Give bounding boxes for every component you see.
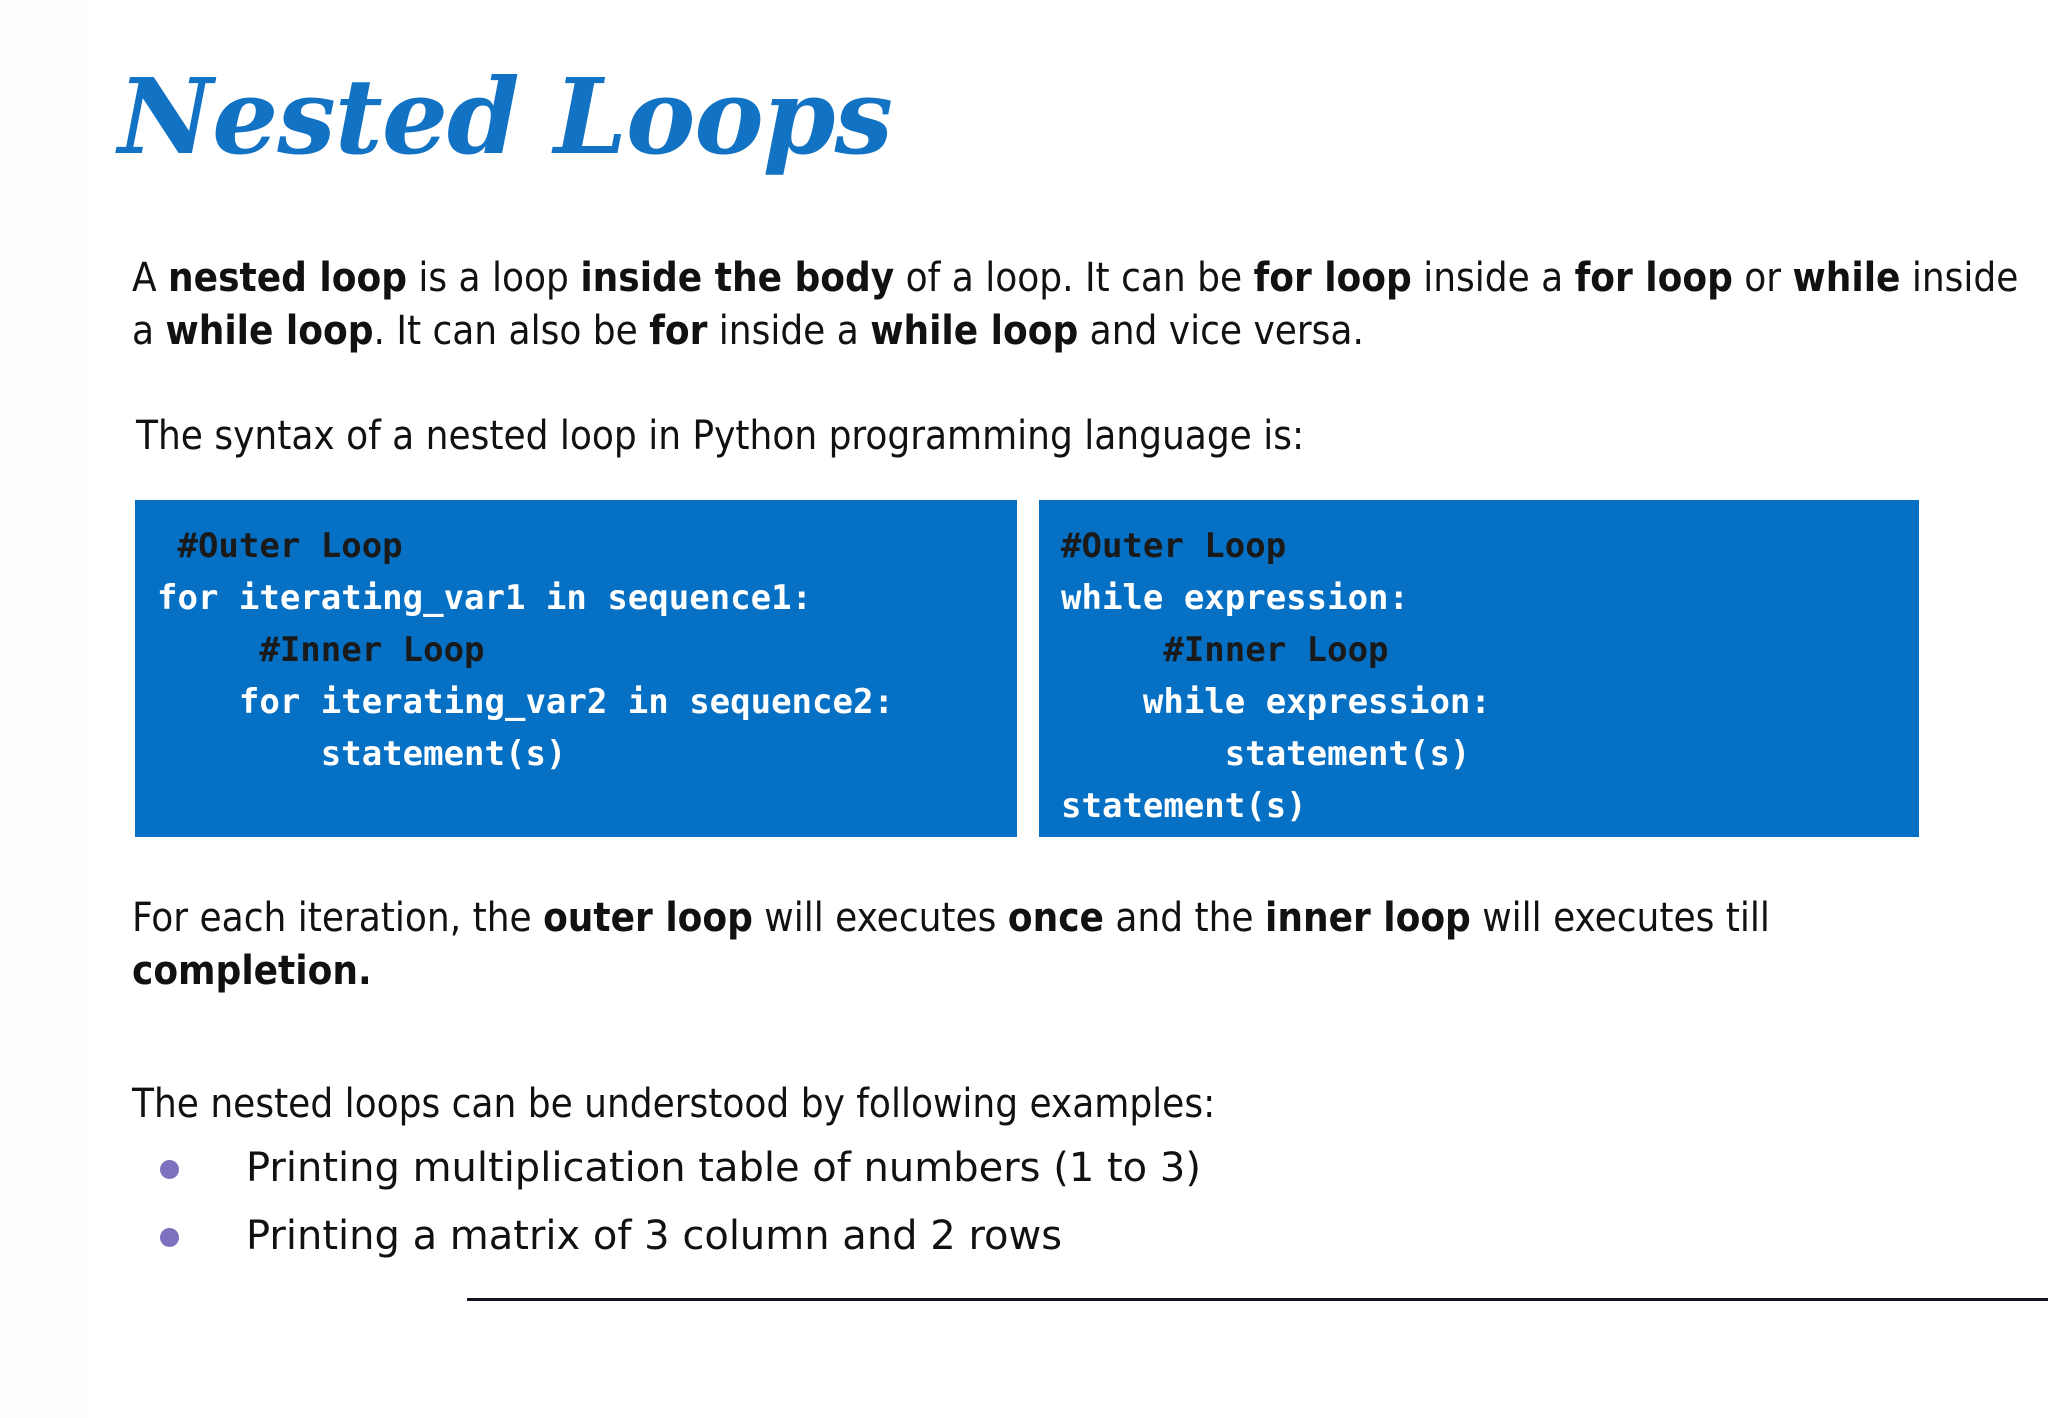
intro-bold-while-loop-1: while loop bbox=[165, 307, 374, 354]
intro-text-1: A bbox=[132, 255, 169, 301]
code-line: #Inner Loop bbox=[1163, 630, 1389, 670]
code-line: #Outer Loop bbox=[177, 526, 403, 566]
examples-lead-paragraph: The nested loops can be understood by fo… bbox=[132, 1081, 1216, 1127]
list-item-label: Printing multiplication table of numbers… bbox=[246, 1145, 1201, 1191]
code-block-for-loop: #Outer Loop for iterating_var1 in sequen… bbox=[135, 500, 1017, 837]
intro-bold-for-loop-2: for loop bbox=[1574, 255, 1733, 301]
list-item: Printing multiplication table of numbers… bbox=[160, 1142, 1201, 1194]
left-margin-band bbox=[0, 0, 86, 1418]
code-block-for-loop-lines: #Outer Loop for iterating_var1 in sequen… bbox=[135, 500, 1017, 780]
list-item-label: Printing a matrix of 3 column and 2 rows bbox=[246, 1213, 1063, 1259]
code-line: statement(s) bbox=[320, 734, 567, 774]
code-line: while expression: bbox=[1061, 578, 1409, 618]
intro-paragraph: A nested loop is a loop inside the body … bbox=[132, 252, 2022, 358]
code-line: #Outer Loop bbox=[1061, 526, 1287, 566]
code-line: statement(s) bbox=[1061, 786, 1307, 826]
page-title: Nested Loops bbox=[118, 55, 893, 178]
iteration-text-3: and the bbox=[1103, 895, 1265, 941]
iteration-paragraph: For each iteration, the outer loop will … bbox=[132, 892, 1832, 998]
intro-text-7: . It can also be bbox=[373, 307, 650, 354]
code-block-while-loop: #Outer Loop while expression: #Inner Loo… bbox=[1039, 500, 1919, 837]
iteration-text-2: will executes bbox=[752, 895, 1008, 941]
footer-divider bbox=[467, 1298, 2048, 1301]
code-line: #Inner Loop bbox=[259, 630, 485, 670]
intro-bold-while: while bbox=[1792, 255, 1901, 301]
intro-text-3: of a loop. It can be bbox=[894, 255, 1254, 301]
bullet-dot-icon bbox=[160, 1160, 179, 1179]
code-line: for iterating_var1 in sequence1: bbox=[157, 578, 813, 618]
syntax-lead-paragraph: The syntax of a nested loop in Python pr… bbox=[136, 413, 1305, 459]
intro-bold-inside-body: inside the body bbox=[580, 255, 895, 301]
intro-text-2: is a loop bbox=[406, 255, 581, 301]
intro-text-5: or bbox=[1732, 255, 1793, 301]
code-line: for iterating_var2 in sequence2: bbox=[238, 682, 894, 722]
code-line: statement(s) bbox=[1224, 734, 1471, 774]
intro-text-9: and vice versa. bbox=[1078, 307, 1364, 354]
bullet-dot-icon bbox=[160, 1228, 179, 1247]
intro-text-8: inside a bbox=[707, 307, 871, 354]
intro-bold-for: for bbox=[649, 307, 708, 354]
examples-list: Printing multiplication table of numbers… bbox=[160, 1142, 1201, 1278]
intro-bold-for-loop-1: for loop bbox=[1253, 255, 1412, 301]
intro-text-6: inside a bbox=[132, 255, 2019, 354]
iteration-text-1: For each iteration, the bbox=[132, 895, 544, 941]
iteration-bold-inner-loop: inner loop bbox=[1265, 895, 1471, 941]
iteration-bold-once: once bbox=[1007, 895, 1104, 941]
intro-bold-nested-loop: nested loop bbox=[168, 255, 407, 301]
code-block-while-loop-lines: #Outer Loop while expression: #Inner Loo… bbox=[1039, 500, 1919, 832]
list-item: Printing a matrix of 3 column and 2 rows bbox=[160, 1210, 1201, 1262]
code-line: while expression: bbox=[1142, 682, 1491, 722]
intro-text-4: inside a bbox=[1411, 255, 1575, 301]
iteration-text-4: will executes till bbox=[1470, 895, 1770, 941]
intro-bold-while-loop-2: while loop bbox=[870, 307, 1079, 354]
iteration-bold-outer-loop: outer loop bbox=[543, 895, 753, 941]
iteration-bold-completion: completion. bbox=[132, 947, 372, 994]
